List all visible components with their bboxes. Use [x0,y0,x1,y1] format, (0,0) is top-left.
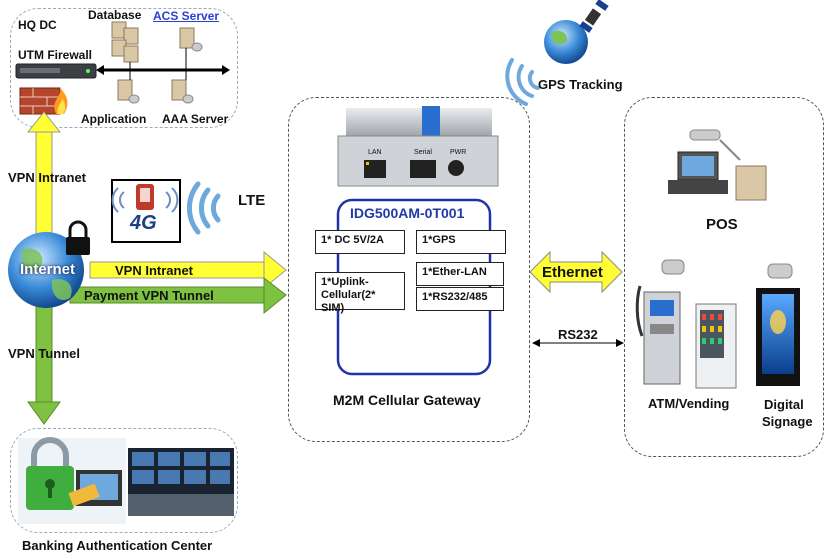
vpn-tunnel-vertical-label: VPN Tunnel [8,346,80,361]
lte-label: LTE [238,192,266,209]
atm-icon [635,259,685,385]
ethernet-double-arrow [529,250,623,294]
utm-firewall-icon [15,63,97,79]
banking-center-group [10,428,238,533]
4g-badge-text: 4G [130,212,157,234]
internet-label: Internet [20,261,76,278]
acs-server-icon [179,27,203,52]
port-pwr-label: PWR [450,149,467,156]
database-server-icon [111,21,139,63]
database-label: Database [88,8,142,22]
gateway-model-label: IDG500AM-0T001 [350,205,465,221]
devices-group [624,97,824,457]
firewall-brick-icon [19,87,68,115]
lock-icon [66,220,90,255]
feature-ether-lan: 1*Ether-LAN [416,262,504,286]
vpn-intranet-right-arrow [89,250,287,290]
control-room-icon [128,448,234,516]
internet-globe-icon [8,232,84,308]
atm-vending-label: ATM/Vending [648,396,730,411]
pos-terminal-icon [668,129,767,201]
rs232-line [532,339,624,347]
banking-center-title: Banking Authentication Center [22,538,213,553]
gps-signal-icon [505,58,540,106]
gateway-group [288,97,530,442]
payment-vpn-tunnel-label: Payment VPN Tunnel [84,288,214,303]
payment-vpn-right-arrow [69,276,287,315]
pos-label: POS [706,216,738,233]
application-server-icon [117,79,140,104]
gateway-caption: M2M Cellular Gateway [333,392,481,408]
banking-padlock-icon [18,437,126,524]
hq-backbone-line [96,48,230,80]
digital-signage-label-2: Signage [762,414,813,429]
gps-tracking-label: GPS Tracking [538,77,623,92]
acs-server-link[interactable]: ACS Server [153,9,220,23]
port-lan-label: LAN [368,149,382,156]
feature-dc: 1* DC 5V/2A [315,230,405,254]
4g-badge-icon [111,179,181,243]
hq-dc-title: HQ DC [18,18,57,32]
gps-satellite-icon [544,0,609,64]
gateway-device-icon [337,106,499,187]
hq-dc-group [10,8,238,128]
aaa-server-label: AAA Server [162,112,229,126]
ethernet-label: Ethernet [542,264,603,281]
vpn-intranet-arrow-label: VPN Intranet [115,263,194,278]
application-label: Application [81,112,147,126]
feature-gps: 1*GPS [416,230,506,254]
digital-signage-label-1: Digital [764,397,804,412]
rs232-label: RS232 [558,327,598,342]
port-serial-label: Serial [414,149,432,156]
digital-signage-icon [756,263,800,386]
vending-machine-icon [695,303,737,389]
aaa-server-icon [171,79,194,104]
lte-signal-icon [187,181,221,235]
feature-rs232: 1*RS232/485 [416,287,504,311]
feature-uplink: 1*Uplink-Cellular(2* SIM) [315,272,405,314]
vpn-intranet-vertical-label: VPN Intranet [8,170,87,185]
utm-firewall-label: UTM Firewall [18,48,93,62]
